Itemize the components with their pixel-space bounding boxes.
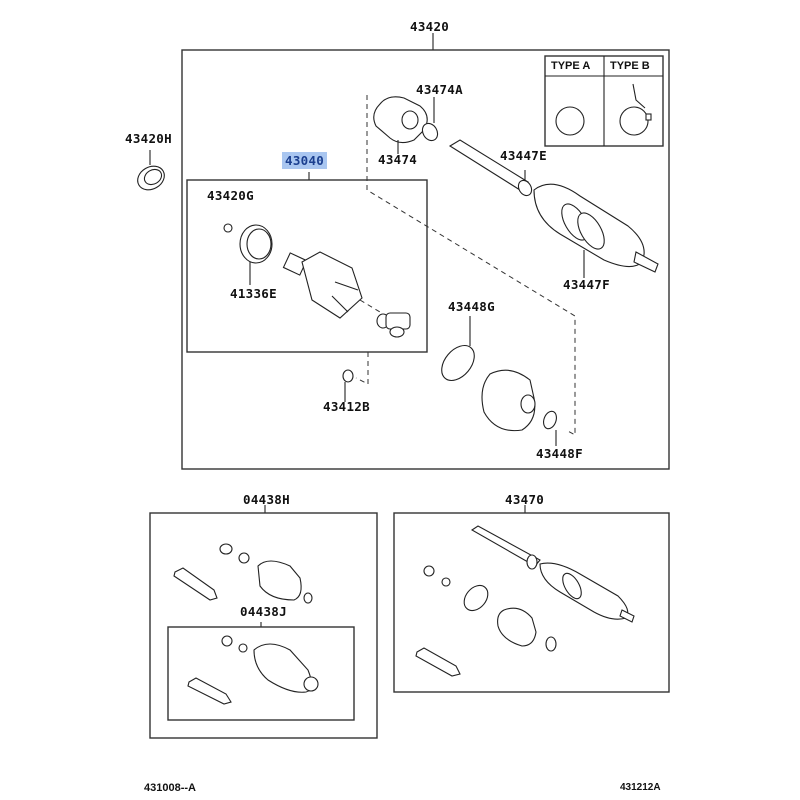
callout-43474[interactable]: 43474 bbox=[378, 152, 418, 167]
callout-43040-selected[interactable]: 43040 bbox=[282, 152, 328, 169]
shaft-assembly-43470-frame bbox=[393, 505, 670, 693]
callout-43474A[interactable]: 43474A bbox=[416, 82, 463, 97]
boot-kit-04438H-frame bbox=[149, 505, 378, 739]
type-a-label: TYPE A bbox=[551, 60, 591, 72]
boot-kit-04438J-frame bbox=[167, 622, 355, 721]
type-b-label: TYPE B bbox=[610, 60, 650, 72]
figure-code-left: 431008--A bbox=[144, 782, 196, 794]
assembly-43420-frame bbox=[181, 33, 670, 470]
clamp-43474A-icon bbox=[421, 97, 439, 142]
type-legend-box bbox=[544, 55, 664, 147]
callout-04438J[interactable]: 04438J bbox=[240, 604, 287, 619]
boot-icon bbox=[481, 369, 536, 432]
ring-41336E-icon bbox=[239, 224, 273, 285]
inner-joint-43040-frame bbox=[186, 172, 428, 353]
callout-41336E[interactable]: 41336E bbox=[230, 286, 277, 301]
callout-43470[interactable]: 43470 bbox=[505, 492, 545, 507]
drive-shaft-icon bbox=[448, 139, 659, 278]
joint-housing-icon bbox=[282, 251, 363, 319]
callout-43412B[interactable]: 43412B bbox=[323, 399, 370, 414]
oil-seal-43420H-icon bbox=[137, 150, 165, 191]
callout-43420H[interactable]: 43420H bbox=[125, 131, 172, 146]
callout-43448G[interactable]: 43448G bbox=[448, 299, 495, 314]
clamp-43448F-icon bbox=[543, 410, 557, 446]
clamp-43448G-icon bbox=[441, 316, 475, 382]
dynamic-damper-43474-icon bbox=[373, 96, 428, 154]
snap-ring-43412B-icon bbox=[342, 369, 354, 402]
tripod-joint-icon bbox=[359, 299, 411, 338]
callout-43420G[interactable]: 43420G bbox=[207, 188, 254, 203]
callout-43447E[interactable]: 43447E bbox=[500, 148, 547, 163]
callout-43447F[interactable]: 43447F bbox=[563, 277, 610, 292]
figure-code-right: 431212A bbox=[620, 782, 661, 793]
clamp-type-b-icon bbox=[619, 83, 652, 136]
snap-ring-icon bbox=[223, 223, 233, 233]
callout-04438H[interactable]: 04438H bbox=[243, 492, 290, 507]
clamp-type-a-icon bbox=[555, 106, 585, 136]
callout-43448F[interactable]: 43448F bbox=[536, 446, 583, 461]
callout-43420[interactable]: 43420 bbox=[410, 19, 450, 34]
